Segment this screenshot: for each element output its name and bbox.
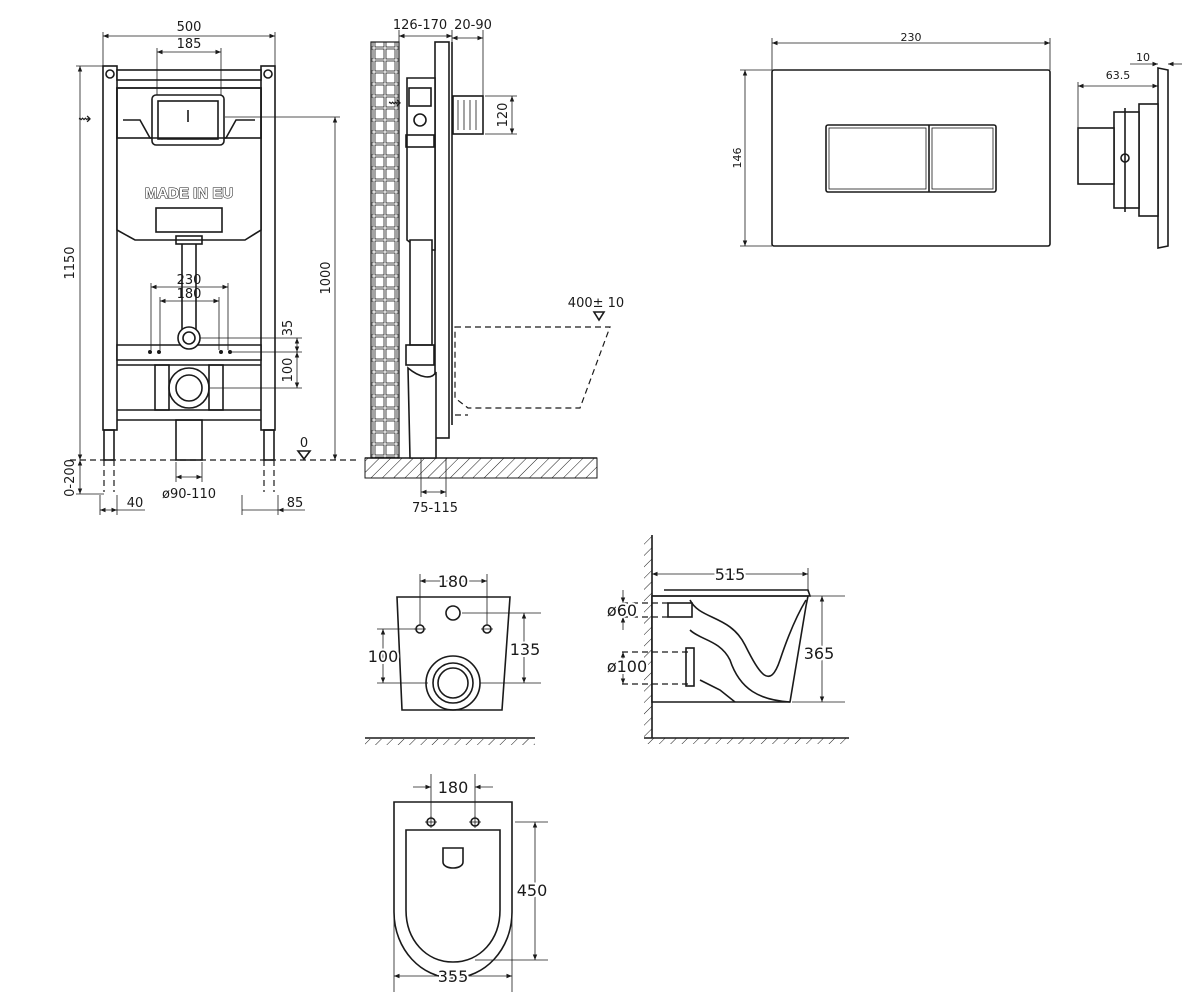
- dim-bowl-depth: 450: [517, 881, 548, 900]
- dim-20-90: 20-90: [454, 18, 492, 33]
- seat-level-marker-icon: [592, 311, 606, 322]
- dim-100: 100: [281, 358, 296, 383]
- dim-bowl-length: 515: [715, 565, 746, 584]
- flush-plate: [771, 69, 1051, 247]
- flush-plate-view: 230 146 63.5 10: [731, 31, 1182, 249]
- dim-pipe-diameter: ø90-110: [162, 487, 216, 502]
- dim-flush-height: 1000: [319, 261, 334, 294]
- frame-left-post: [102, 65, 118, 431]
- drain-outlet: [168, 367, 210, 409]
- bowl-side-view: 515 ø60 ø100 365: [605, 535, 849, 744]
- frame-right-post: [260, 65, 276, 431]
- dim-seat-height: 400± 10: [568, 296, 624, 311]
- dim-bowl-height: 365: [804, 644, 835, 663]
- dim-top-180: 180: [438, 778, 469, 797]
- bowl-top-view: 180 450 355: [393, 774, 549, 992]
- dim-stud-spacing-180: 180: [177, 287, 202, 302]
- bowl-back-view: 180 100 135: [365, 570, 542, 745]
- dim-back-135: 135: [510, 640, 541, 659]
- dim-120: 120: [496, 103, 511, 128]
- bowl-top: [393, 801, 513, 979]
- made-in-eu-marking: MADE IN EU: [145, 185, 233, 202]
- dim-35: 35: [281, 320, 296, 337]
- dim-back-180: 180: [438, 572, 469, 591]
- dim-40: 40: [127, 496, 144, 511]
- level-zero-label: 0: [300, 436, 308, 451]
- dim-plate-depth: 63.5: [1106, 69, 1131, 82]
- side-water-inlet-icon: ⇝: [388, 93, 401, 112]
- dim-drain-diameter: ø100: [607, 657, 647, 676]
- dim-plate-thickness: 10: [1136, 51, 1150, 64]
- side-frame-post: [434, 41, 450, 439]
- bowl-back: [396, 596, 511, 711]
- frame-front-view: MADE IN EU ⇝ 500 185: [63, 20, 360, 515]
- dim-frame-height: 1150: [63, 246, 78, 279]
- flush-buttons: [825, 124, 997, 193]
- dim-plate-height: 146: [731, 148, 744, 169]
- frame-side-view: ⇝ 126-170 20-90 120 75-115 400± 10: [364, 18, 624, 516]
- bowl-outline-dashed: [454, 326, 611, 409]
- dim-plate-width: 230: [901, 31, 922, 44]
- dim-flush-opening: 185: [177, 37, 202, 52]
- dim-depth-126-170: 126-170: [393, 18, 447, 33]
- mounting-bracket: [116, 344, 262, 361]
- dim-stud-spacing-230: 230: [177, 273, 202, 288]
- plate-side-profile: [1157, 67, 1169, 249]
- bowl-drain-hole: [442, 847, 464, 869]
- dim-back-100: 100: [368, 647, 399, 666]
- floor-hatch: [364, 457, 598, 479]
- tiled-wall: [370, 41, 400, 459]
- dim-frame-width: 500: [177, 20, 202, 35]
- dim-water-inlet-diameter: ø60: [607, 601, 637, 620]
- dim-85: 85: [287, 496, 304, 511]
- dim-bowl-width: 355: [438, 967, 469, 986]
- level-marker-icon: [296, 450, 312, 461]
- dim-75-115: 75-115: [412, 501, 458, 516]
- dim-leg-adjust: 0-200: [63, 459, 78, 497]
